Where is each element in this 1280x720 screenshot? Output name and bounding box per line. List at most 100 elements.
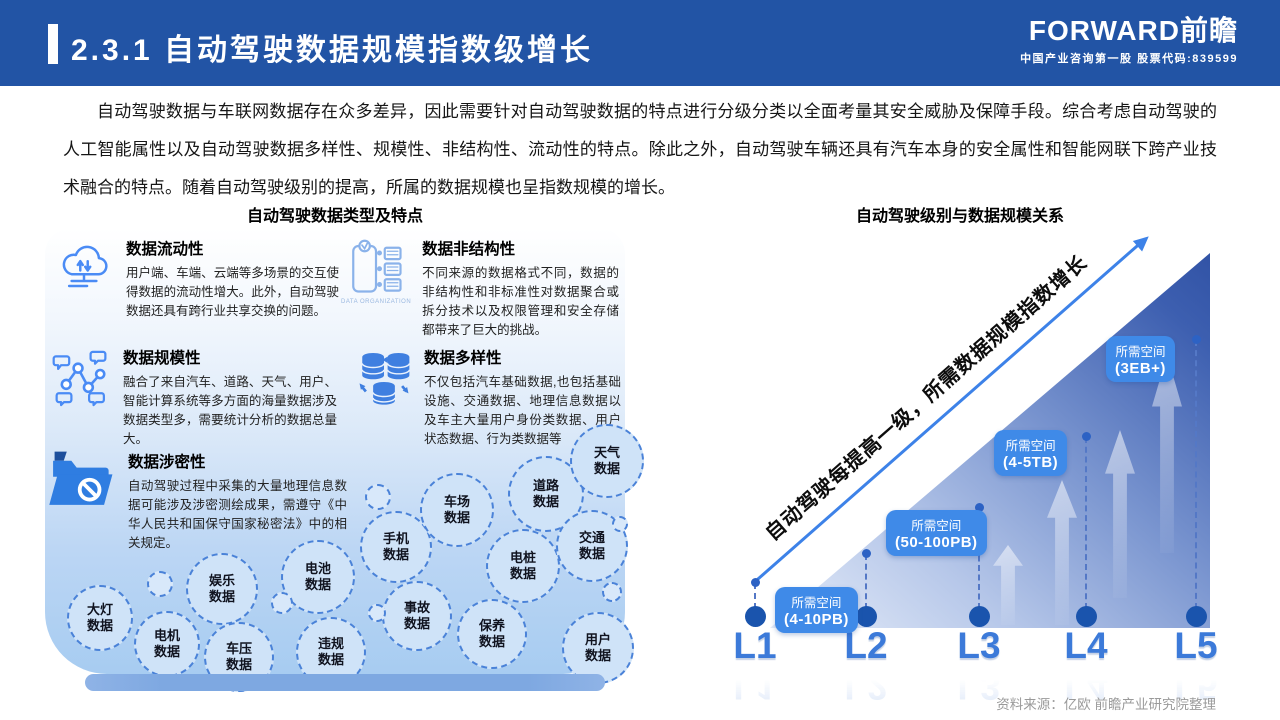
data-bubble: 电池 数据 — [281, 540, 355, 614]
deco-circle — [271, 592, 293, 614]
network-nodes-icon — [50, 346, 112, 449]
level-stem — [754, 583, 756, 609]
level-label: L1 — [733, 625, 777, 666]
level-stem — [978, 508, 980, 609]
level-label: L5 — [1174, 625, 1218, 666]
bubble-label-top: 用户 — [584, 632, 611, 647]
space-label-value: (4-10PB) — [784, 611, 849, 628]
stem-top-dot — [1191, 335, 1201, 344]
deco-circle — [365, 484, 391, 510]
space-label-caption: 所需空间 — [1115, 345, 1166, 359]
bubble-label-top: 娱乐 — [208, 573, 235, 588]
bubble-label-top: 电桩 — [509, 550, 536, 565]
page-title: 2.3.1 自动驾驶数据规模指数级增长 — [71, 34, 594, 67]
feature-title: 数据非结构性 — [422, 241, 516, 258]
deco-circle — [612, 516, 628, 532]
bubble-label-top: 天气 — [593, 445, 620, 460]
logo-wordmark: FORWARD前瞻 — [1028, 15, 1238, 46]
space-label-value: (4-5TB) — [1003, 454, 1059, 471]
deco-circle — [602, 582, 622, 602]
bubble-label-bottom: 数据 — [584, 648, 611, 663]
title-accent-bar — [48, 24, 58, 64]
data-organization-icon: DATA ORGANIZATION — [341, 237, 411, 340]
bubble-label-bottom: 数据 — [578, 546, 605, 561]
feature-desc: 自动驾驶过程中采集的大量地理信息数据可能涉及涉密测绘成果，需遵守《中华人民共和国… — [128, 479, 347, 550]
stem-top-dot — [861, 549, 871, 558]
bubble-label-top: 道路 — [532, 478, 559, 493]
feature-data-unstructured: DATA ORGANIZATION 数据非结构性 不同来源的数据格式不同，数据的… — [341, 237, 619, 340]
bubble-label-top: 保养 — [478, 618, 505, 633]
data-bubble: 用户 数据 — [562, 612, 634, 684]
level-stem — [865, 554, 867, 609]
bubble-label-top: 车场 — [443, 494, 470, 509]
data-bubble: 车场 数据 — [420, 473, 494, 547]
deco-circle — [147, 571, 173, 597]
level-base-dot — [1075, 606, 1097, 627]
bubble-label-top: 违规 — [317, 636, 344, 651]
feature-desc: 不同来源的数据格式不同，数据的非结构性和非标准性对数据聚合或拆分技术以及权限管理… — [422, 266, 619, 337]
stem-top-dot — [1081, 432, 1091, 441]
space-label: 所需空间(50-100PB) — [886, 510, 987, 556]
panel-base-bar — [85, 674, 605, 691]
bubble-label-bottom: 数据 — [403, 616, 430, 631]
stem-top-dot — [750, 578, 760, 587]
left-section-title: 自动驾驶数据类型及特点 — [246, 208, 423, 225]
bubble-label-bottom: 数据 — [382, 547, 409, 562]
bubble-label-top: 电机 — [153, 628, 180, 643]
level-base-dot — [855, 606, 877, 627]
bubble-label-bottom: 数据 — [304, 577, 331, 592]
data-bubble: 电机 数据 — [134, 611, 200, 677]
bubble-label-top: 事故 — [403, 600, 430, 615]
level-label: L4 — [1064, 625, 1108, 666]
stem-top-dot — [974, 503, 984, 512]
bubble-label-bottom: 数据 — [593, 461, 620, 476]
database-sync-icon — [355, 346, 413, 449]
level-base-dot — [744, 606, 766, 627]
space-label-value: (3EB+) — [1115, 360, 1166, 377]
header-bar: 2.3.1 自动驾驶数据规模指数级增长 FORWARD前瞻 中国产业咨询第一股 … — [0, 0, 1280, 86]
space-label-caption: 所需空间 — [1005, 439, 1056, 453]
bubble-label-top: 车压 — [225, 641, 252, 656]
bubble-label-bottom: 数据 — [153, 644, 180, 659]
feature-title: 数据规模性 — [123, 350, 201, 367]
level-base-dot — [1185, 606, 1207, 627]
space-label-caption: 所需空间 — [911, 519, 962, 533]
space-label: 所需空间(4-10PB) — [775, 587, 858, 633]
feature-desc: 融合了来自汽车、道路、天气、用户、智能计算系统等多方面的海量数据涉及数据类型多，… — [123, 375, 337, 446]
data-types-panel: 数据流动性 用户端、车端、云端等多场景的交互使得数据的流动性增大。此外，自动驾驶… — [45, 228, 644, 692]
data-bubble: 娱乐 数据 — [186, 553, 258, 625]
logo-tagline: 中国产业咨询第一股 股票代码:839599 — [1020, 53, 1238, 65]
bubble-label-bottom: 数据 — [509, 566, 536, 581]
bubble-label-bottom: 数据 — [443, 510, 470, 525]
level-label: L3 — [957, 625, 1001, 666]
space-label-caption: 所需空间 — [791, 596, 842, 610]
data-bubble: 事故 数据 — [382, 581, 452, 651]
intro-paragraph: 自动驾驶数据与车联网数据存在众多差异，因此需要针对自动驾驶数据的特点进行分级分类… — [63, 102, 1217, 197]
feature-data-confidentiality: 数据涉密性 自动驾驶过程中采集的大量地理信息数据可能涉及涉密测绘成果，需遵守《中… — [47, 450, 347, 553]
data-bubble: 大灯 数据 — [67, 585, 133, 651]
deco-circle — [368, 604, 386, 622]
feature-desc: 用户端、车端、云端等多场景的交互使得数据的流动性增大。此外，自动驾驶数据还具有跨… — [126, 266, 339, 318]
level-stem — [1085, 437, 1087, 609]
restricted-folder-icon — [47, 450, 117, 553]
data-bubble: 保养 数据 — [457, 599, 527, 669]
source-note: 资料来源：亿欧 前瞻产业研究院整理 — [996, 697, 1216, 712]
bubble-label-bottom: 数据 — [225, 657, 252, 672]
feature-desc: 不仅包括汽车基础数据,也包括基础设施、交通数据、地理信息数据以及车主大量用户身份… — [424, 375, 621, 446]
level-stem — [1195, 340, 1197, 609]
data-bubble: 手机 数据 — [360, 511, 432, 583]
bubble-label-bottom: 数据 — [317, 652, 344, 667]
feature-data-diversity: 数据多样性 不仅包括汽车基础数据,也包括基础设施、交通数据、地理信息数据以及车主… — [355, 346, 621, 449]
feature-title: 数据涉密性 — [128, 454, 206, 471]
space-label-value: (50-100PB) — [895, 534, 978, 551]
data-bubble: 电桩 数据 — [486, 529, 560, 603]
bubble-label-top: 手机 — [382, 531, 409, 546]
data-bubble: 天气 数据 — [570, 424, 644, 498]
feature-title: 数据流动性 — [126, 241, 204, 258]
icon-caption: DATA ORGANIZATION — [341, 299, 412, 305]
bubble-label-bottom: 数据 — [208, 589, 235, 604]
bubble-label-bottom: 数据 — [478, 634, 505, 649]
feature-data-fluidity: 数据流动性 用户端、车端、云端等多场景的交互使得数据的流动性增大。此外，自动驾驶… — [53, 237, 339, 321]
bubble-label-top: 交通 — [578, 530, 605, 545]
